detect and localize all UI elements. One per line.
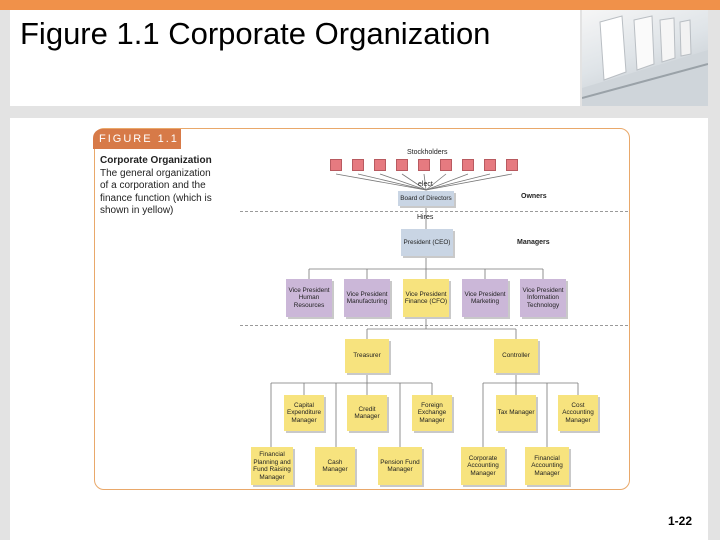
slide-number: 1-22 [667,514,692,528]
finance-divider [240,325,628,326]
cash-manager-box: Cash Manager [315,447,355,485]
figure-label: FIGURE 1.1 [93,129,181,149]
foreign-exchange-manager-box: Foreign Exchange Manager [412,395,452,431]
managers-label: Managers [517,239,550,246]
title-area: Figure 1.1 Corporate Organization [10,10,580,106]
board-of-directors-box: Board of Directors [398,191,454,206]
slide-footer: 1-22 [10,500,708,540]
hires-label: Hires [417,214,434,221]
treasurer-box: Treasurer [345,339,389,373]
owners-divider [240,211,628,212]
figure-caption: Corporate Organization The general organ… [100,155,212,218]
stockholder-square [440,159,452,171]
slide-title: Figure 1.1 Corporate Organization [20,16,491,51]
vp-human-resources-box: Vice President Human Resources [286,279,332,317]
office-chairs-image [582,10,708,106]
caption-title: Corporate Organization [100,155,212,166]
slide-content: FIGURE 1.1 Corporate Organization The ge… [10,118,708,500]
stockholder-square [374,159,386,171]
stockholders-label: Stockholders [407,149,448,156]
stockholder-square [352,159,364,171]
owners-label: Owners [521,193,547,200]
connector-lines [270,173,579,453]
stockholder-square [484,159,496,171]
vp-finance-cfo-box: Vice President Finance (CFO) [403,279,449,317]
vp-information-technology-box: Vice President Information Technology [520,279,566,317]
vp-manufacturing-box: Vice President Manufacturing [344,279,390,317]
stockholder-square [330,159,342,171]
credit-manager-box: Credit Manager [347,395,387,431]
vp-marketing-box: Vice President Marketing [462,279,508,317]
financial-planning-manager-box: Financial Planning and Fund Raising Mana… [251,447,293,485]
stockholder-square [396,159,408,171]
president-ceo-box: President (CEO) [401,229,453,256]
controller-box: Controller [494,339,538,373]
financial-accounting-manager-box: Financial Accounting Manager [525,447,569,485]
cost-accounting-manager-box: Cost Accounting Manager [558,395,598,431]
corporate-accounting-manager-box: Corporate Accounting Manager [461,447,505,485]
elect-label: elect [418,181,433,188]
chairs-photo-icon [582,15,708,106]
pension-fund-manager-box: Pension Fund Manager [378,447,422,485]
capital-expenditure-manager-box: Capital Expenditure Manager [284,395,324,431]
stockholder-square [418,159,430,171]
tax-manager-box: Tax Manager [496,395,536,431]
top-accent-bar [0,0,720,10]
stockholder-square [506,159,518,171]
caption-body: The general organization of a corporatio… [100,167,212,217]
org-chart-figure: FIGURE 1.1 Corporate Organization The ge… [93,128,630,490]
stockholder-square [462,159,474,171]
